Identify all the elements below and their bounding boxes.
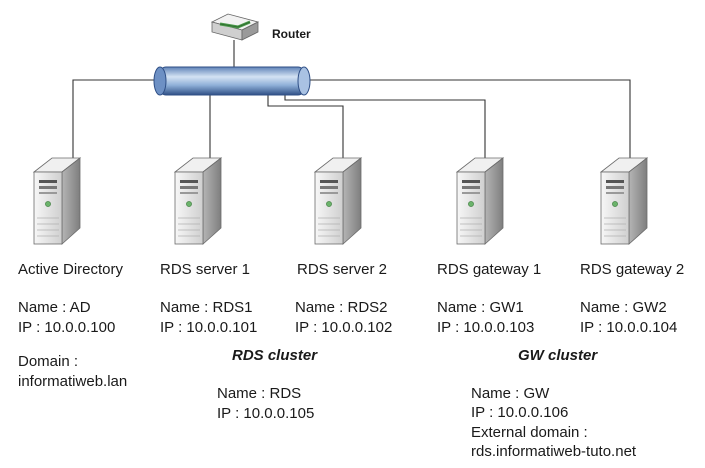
server-ip-rds-server-2: IP : 10.0.0.102 <box>295 319 393 336</box>
link-rds-server-2 <box>267 95 344 158</box>
server-icon-active-directory <box>33 157 81 245</box>
server-title-rds-server-1: RDS server 1 <box>160 261 251 278</box>
server-icon-rds-server-2 <box>314 157 362 245</box>
server-title-rds-server-2: RDS server 2 <box>297 261 388 278</box>
domain-label: Domain : <box>18 353 79 370</box>
link-active-directory <box>72 79 158 158</box>
server-name-active-directory: Name : AD <box>18 299 91 316</box>
server-ip-rds-gateway-1: IP : 10.0.0.103 <box>437 319 535 336</box>
link-rds-gateway-1 <box>284 95 486 158</box>
server-title-rds-gateway-2: RDS gateway 2 <box>580 261 685 278</box>
gw-cluster-external-label: External domain : <box>471 424 588 441</box>
server-ip-rds-gateway-2: IP : 10.0.0.104 <box>580 319 678 336</box>
domain-value: informatiweb.lan <box>18 373 128 390</box>
server-name-rds-server-1: Name : RDS1 <box>160 299 253 316</box>
server-name-rds-server-2: Name : RDS2 <box>295 299 388 316</box>
server-name-rds-gateway-1: Name : GW1 <box>437 299 524 316</box>
router-label: Router <box>272 27 311 41</box>
server-title-rds-gateway-1: RDS gateway 1 <box>437 261 542 278</box>
rds-cluster-title: RDS cluster <box>232 347 318 364</box>
server-name-rds-gateway-2: Name : GW2 <box>580 299 667 316</box>
server-icon-rds-gateway-2 <box>600 157 648 245</box>
server-icon-rds-gateway-1 <box>456 157 504 245</box>
router-icon <box>210 13 260 41</box>
server-icon-rds-server-1 <box>174 157 222 245</box>
link-rds-gateway-2 <box>305 79 631 158</box>
rds-cluster-name: Name : RDS <box>217 385 302 402</box>
connection-lines <box>72 40 631 158</box>
gw-cluster-title: GW cluster <box>518 347 598 364</box>
server-title-active-directory: Active Directory <box>18 261 124 278</box>
gw-cluster-external-value: rds.informatiweb-tuto.net <box>471 443 637 460</box>
gw-cluster-name: Name : GW <box>471 385 550 402</box>
rds-cluster-ip: IP : 10.0.0.105 <box>217 405 315 422</box>
gw-cluster-ip: IP : 10.0.0.106 <box>471 404 569 421</box>
server-ip-rds-server-1: IP : 10.0.0.101 <box>160 319 258 336</box>
network-bus <box>153 66 311 96</box>
server-ip-active-directory: IP : 10.0.0.100 <box>18 319 116 336</box>
